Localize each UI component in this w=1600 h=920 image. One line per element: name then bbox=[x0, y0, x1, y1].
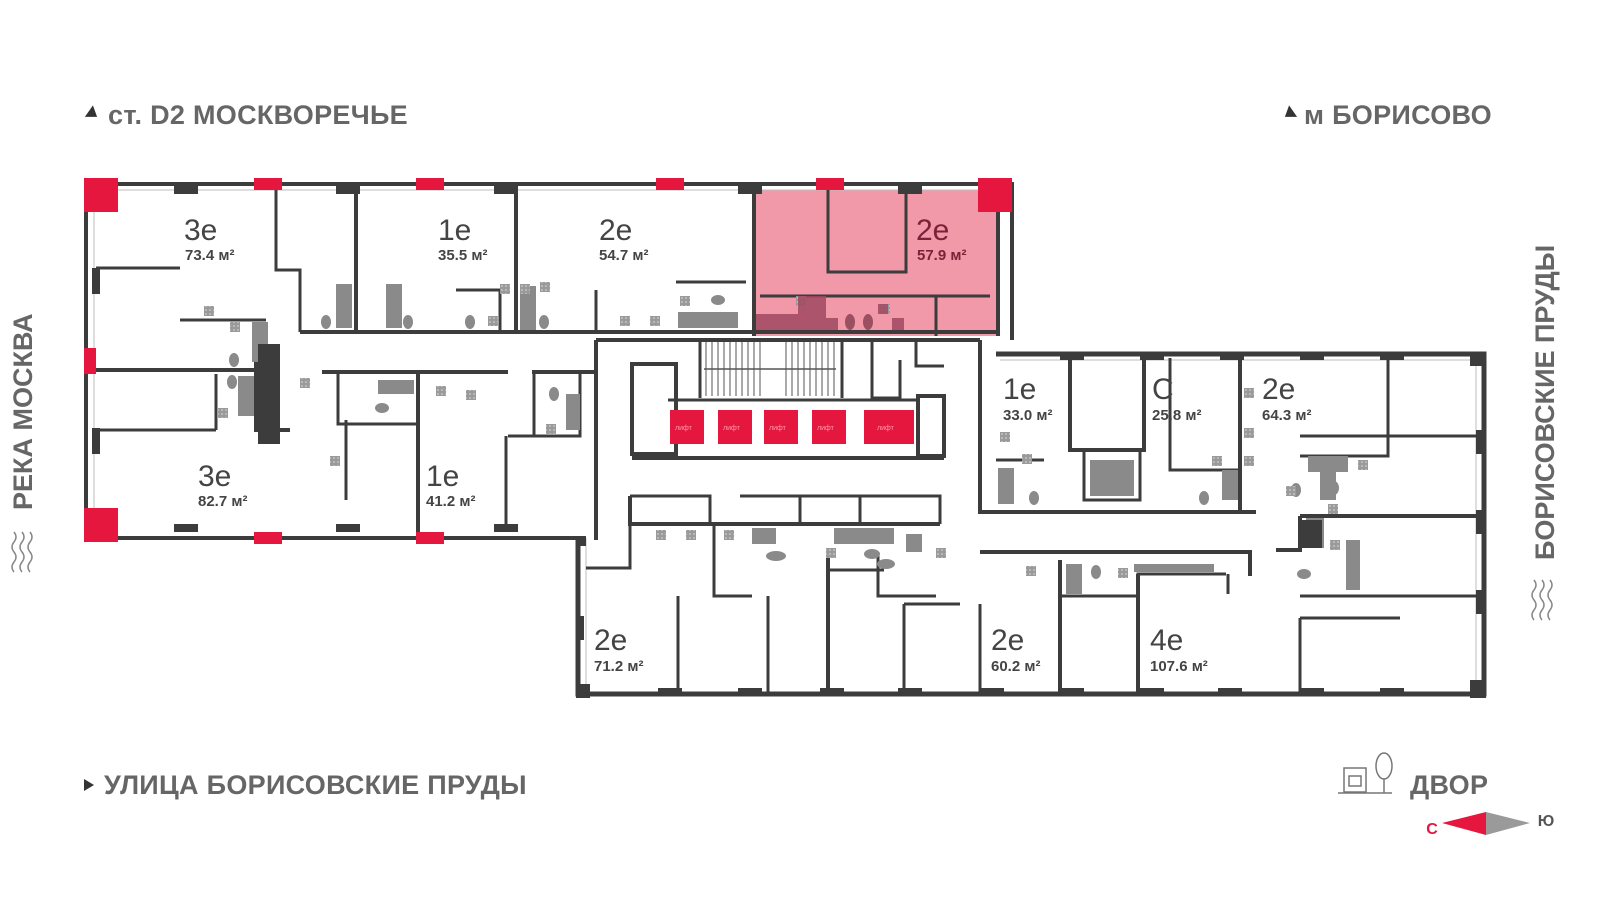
metro-label: м БОРИСОВО bbox=[1280, 100, 1492, 131]
apartment-code: С bbox=[1152, 373, 1174, 406]
apartment-area: 82.7 м² bbox=[198, 493, 247, 510]
elevators bbox=[670, 410, 914, 444]
selected-apartment-highlight[interactable] bbox=[754, 190, 998, 336]
metro-text: м БОРИСОВО bbox=[1304, 100, 1492, 130]
apartment-unit[interactable]: 2е 54.7 м² bbox=[599, 214, 648, 264]
corner-columns bbox=[84, 178, 1012, 544]
apartment-area: 60.2 м² bbox=[991, 658, 1040, 675]
svg-text:лифт: лифт bbox=[877, 425, 895, 432]
apartment-unit[interactable]: С 25.8 м² bbox=[1152, 373, 1201, 424]
station-text: ст. D2 МОСКВОРЕЧЬЕ bbox=[108, 100, 408, 130]
apartment-code: 2е bbox=[594, 624, 627, 657]
apartment-code: 2е bbox=[599, 214, 632, 247]
apartment-unit[interactable]: 1е 35.5 м² bbox=[438, 214, 487, 264]
yard-icon bbox=[1338, 752, 1393, 794]
arrow-right-icon bbox=[84, 779, 94, 791]
apartment-area: 71.2 м² bbox=[594, 658, 643, 675]
apartment-area: 33.0 м² bbox=[1003, 407, 1052, 424]
apartment-area: 73.4 м² bbox=[185, 247, 234, 264]
apartment-unit[interactable]: 1е 41.2 м² bbox=[426, 460, 475, 510]
wall-columns bbox=[92, 186, 1486, 698]
apartment-code: 2е bbox=[916, 214, 949, 247]
svg-text:лифт: лифт bbox=[723, 425, 741, 432]
apartment-area: 35.5 м² bbox=[438, 247, 487, 264]
apartment-unit[interactable]: 3е 82.7 м² bbox=[198, 460, 247, 510]
apartment-area: 54.7 м² bbox=[599, 247, 648, 264]
apartment-code: 2е bbox=[1262, 373, 1295, 406]
apartment-unit[interactable]: 2е 60.2 м² bbox=[991, 624, 1040, 675]
apartment-area: 64.3 м² bbox=[1262, 407, 1311, 424]
svg-text:лифт: лифт bbox=[675, 425, 693, 432]
apartment-area: 25.8 м² bbox=[1152, 407, 1201, 424]
street-label: УЛИЦА БОРИСОВСКИЕ ПРУДЫ bbox=[84, 770, 527, 801]
ponds-wave-icon bbox=[1531, 579, 1553, 621]
station-label: ст. D2 МОСКВОРЕЧЬЕ bbox=[84, 100, 408, 131]
yard-text: ДВОР bbox=[1410, 770, 1489, 800]
apartment-unit[interactable]: 2е 64.3 м² bbox=[1262, 373, 1311, 424]
river-wave-icon bbox=[11, 531, 33, 573]
apartment-code: 1е bbox=[438, 214, 471, 247]
svg-text:лифт: лифт bbox=[769, 425, 787, 432]
apartment-unit[interactable]: 2е 71.2 м² bbox=[594, 624, 643, 675]
apartment-code: 3е bbox=[198, 460, 231, 493]
apartment-code: 1е bbox=[426, 460, 459, 493]
svg-text:лифт: лифт bbox=[817, 425, 835, 432]
elevator-labels: лифт лифт лифт лифт лифт bbox=[675, 425, 895, 432]
stairs bbox=[704, 342, 836, 396]
apartment-area: 57.9 м² bbox=[917, 247, 966, 264]
compass-south: Ю bbox=[1538, 813, 1555, 830]
apartment-area: 41.2 м² bbox=[426, 493, 475, 510]
bathroom-fixtures bbox=[204, 282, 1368, 594]
apartment-unit[interactable]: 1е 33.0 м² bbox=[1003, 373, 1052, 424]
street-text: УЛИЦА БОРИСОВСКИЕ ПРУДЫ bbox=[104, 770, 527, 800]
compass-icon bbox=[1442, 812, 1530, 835]
apartment-code: 2е bbox=[991, 624, 1024, 657]
compass-north: С bbox=[1426, 821, 1438, 838]
apartment-unit[interactable]: 3е 73.4 м² bbox=[184, 214, 234, 264]
apartment-unit[interactable]: 4е 107.6 м² bbox=[1150, 624, 1208, 675]
yard-label: ДВОР bbox=[1410, 770, 1488, 801]
apartment-code: 1е bbox=[1003, 373, 1036, 406]
apartment-area: 107.6 м² bbox=[1150, 658, 1208, 675]
apartment-code: 4е bbox=[1150, 624, 1183, 657]
apartment-code: 3е bbox=[184, 214, 217, 247]
apartment-unit-selected[interactable]: 2е 57.9 м² bbox=[916, 214, 966, 264]
